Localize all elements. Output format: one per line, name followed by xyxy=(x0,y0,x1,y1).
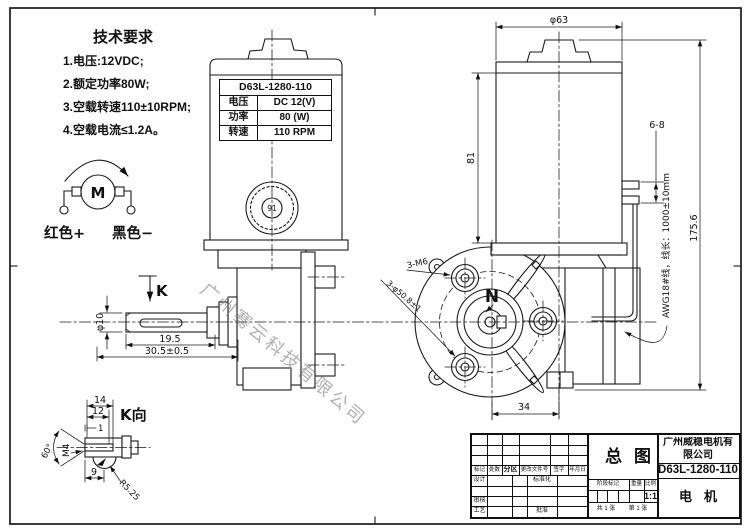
rev-header-date: 年月日 xyxy=(569,467,586,473)
dim-175-6: 175.6 xyxy=(689,214,700,241)
dim-12: 12 xyxy=(92,406,104,417)
grid-line xyxy=(597,490,598,502)
dim-1: 1 xyxy=(98,424,103,434)
dim-19-5: 19.5 xyxy=(159,334,180,345)
grid-line xyxy=(607,490,608,502)
part-name: 电机 xyxy=(678,489,729,504)
grid-line xyxy=(472,506,587,507)
nameplate-value: 80 (W) xyxy=(279,112,310,123)
role-process: 工艺 xyxy=(473,508,486,514)
weight-label: 重量 xyxy=(630,481,642,487)
grid-line xyxy=(472,455,587,456)
grid-line xyxy=(657,463,739,464)
radius-label: R5.25 xyxy=(117,478,141,503)
grid-line xyxy=(472,445,587,446)
grid-line xyxy=(657,478,739,479)
nameplate-model: D63L-1280-110 xyxy=(220,80,331,96)
positive-lead-label: 红色+ xyxy=(44,224,85,242)
motor-symbol-letter: M xyxy=(91,184,106,202)
grid-line xyxy=(472,496,587,497)
nameplate-label: 电压 xyxy=(220,96,258,110)
tech-requirements: 技术要求 1.电压:12VDC; 2.额定功率80W; 3.空载转速110±10… xyxy=(63,26,238,142)
tech-requirement-item: 3.空载转速110±10RPM; xyxy=(63,100,191,114)
grid-line xyxy=(512,475,513,517)
nameplate-label: 功率 xyxy=(220,111,258,125)
bolt-note: 3-M6 xyxy=(406,257,429,272)
dim-9: 9 xyxy=(91,467,97,478)
sheet-number: 第 1 张 xyxy=(628,506,648,512)
tech-requirement-item: 1.电压:12VDC; xyxy=(63,54,144,68)
n-view-label: N xyxy=(485,287,499,307)
rev-header-count: 处数 xyxy=(488,467,500,473)
dim-6-8: 6-8 xyxy=(649,120,665,131)
wiring-symbol-drawing: M 红色+ 黑色− xyxy=(44,159,153,242)
grid-line xyxy=(557,475,558,517)
nameplate-label: 转速 xyxy=(220,126,258,140)
grid-line xyxy=(568,435,569,475)
nameplate-value: 110 RPM xyxy=(273,127,316,138)
grid-line xyxy=(472,465,587,466)
grid-line xyxy=(487,435,488,517)
drawing-title: 总图 xyxy=(605,447,663,466)
grid-line xyxy=(587,479,657,480)
front-view-drawing: φ63 81 6-8 175.6 34 N 3-M6 3-φ50.8±1 AWG… xyxy=(380,15,707,421)
grid-line xyxy=(644,479,645,502)
title-block: 标记 处数 分区 更改文件号 签字 年月日 设计 标准化 审核 工艺 批准 总图… xyxy=(470,433,741,519)
rev-header-file: 更改文件号 xyxy=(520,467,549,473)
grid-line xyxy=(587,435,589,517)
company-name: 广州威稳电机有限公司 xyxy=(663,437,733,461)
dim-14: 14 xyxy=(94,395,106,406)
thread-m4-label: M4 xyxy=(62,443,72,457)
k-detail-view-drawing: K向 60° M4 14 12 1 9 R5.25 xyxy=(40,395,151,503)
grid-line xyxy=(519,435,520,475)
wire-note: AWG18#线，线长：1000±10mm xyxy=(660,173,672,318)
grid-line xyxy=(527,475,528,517)
tech-requirement-item: 2.额定功率80W; xyxy=(63,77,150,91)
tech-requirement-item: 4.空载电流≤1.2A。 xyxy=(63,123,165,137)
motor-nameplate: D63L-1280-110 电压 DC 12(V) 功率 80 (W) 转速 1… xyxy=(219,79,332,141)
dim-30-5: 30.5±0.5 xyxy=(145,346,189,357)
negative-lead-label: 黑色− xyxy=(112,224,153,242)
k-view-title: K向 xyxy=(120,406,147,424)
grid-line xyxy=(502,435,503,475)
role-standardization: 标准化 xyxy=(532,477,551,483)
rev-header-mark: 标记 xyxy=(473,467,485,473)
grid-line xyxy=(629,479,630,502)
role-approve: 批准 xyxy=(535,508,548,514)
dim-34: 34 xyxy=(518,402,530,413)
nameplate-row: 转速 110 RPM xyxy=(220,126,331,140)
k-view-arrow-label: K xyxy=(156,282,169,300)
grid-line xyxy=(618,490,619,502)
rev-header-zone: 分区 xyxy=(503,466,518,473)
pcd-note: 3-φ50.8±1 xyxy=(385,279,423,314)
role-design: 设计 xyxy=(473,477,486,483)
part-number: D63L-1280-110 xyxy=(658,464,738,476)
nameplate-row: 电压 DC 12(V) xyxy=(220,96,331,111)
grid-line xyxy=(587,502,657,503)
scale-label: 比例 xyxy=(644,481,656,487)
nameplate-row: 功率 80 (W) xyxy=(220,111,331,126)
dim-81: 81 xyxy=(466,152,477,164)
grid-line xyxy=(472,486,587,487)
sheet-frame xyxy=(9,7,742,525)
grid-line xyxy=(587,490,657,491)
role-check: 审核 xyxy=(473,498,486,504)
scale-value: 1:1 xyxy=(644,491,657,501)
sheet-total: 共 1 张 xyxy=(596,506,616,512)
tech-requirements-title: 技术要求 xyxy=(93,29,154,46)
rev-header-sign: 签字 xyxy=(553,467,565,473)
grid-line xyxy=(472,475,587,476)
nameplate-value: DC 12(V) xyxy=(273,97,316,108)
stage-mark-label: 阶段标记 xyxy=(596,481,619,487)
dim-dia63: φ63 xyxy=(550,15,568,26)
grid-line xyxy=(550,435,551,475)
grid-line xyxy=(657,435,659,517)
